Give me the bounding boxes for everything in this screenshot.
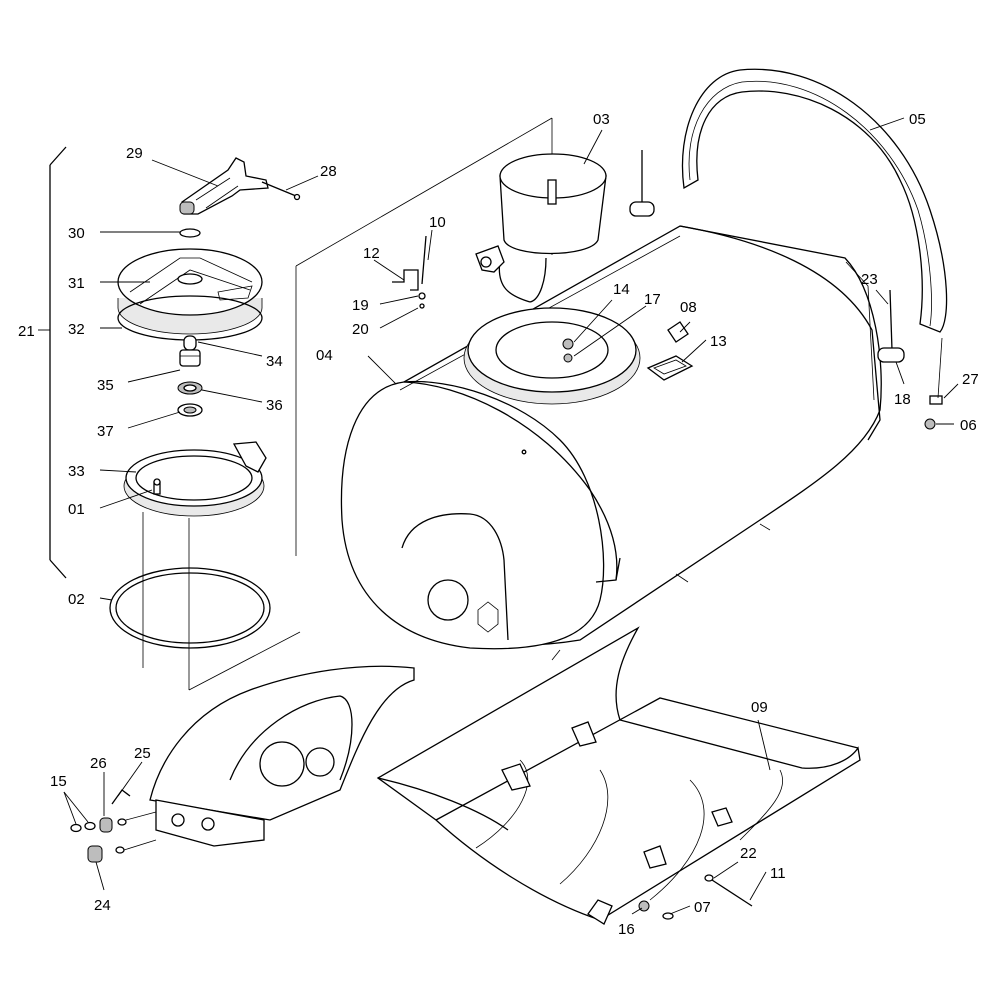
filler-ring xyxy=(123,441,267,517)
callout-10: 10 xyxy=(429,214,446,231)
callout-34: 34 xyxy=(266,353,283,370)
callout-23: 23 xyxy=(861,271,878,288)
callout-37: 37 xyxy=(97,423,114,440)
callout-19: 19 xyxy=(352,297,369,314)
tank-strap xyxy=(629,68,948,363)
callout-36: 36 xyxy=(266,397,283,414)
callout-14: 14 xyxy=(613,281,630,298)
callout-28: 28 xyxy=(320,163,337,180)
handle-pin xyxy=(261,181,301,201)
callout-02: 02 xyxy=(68,591,85,608)
large-gasket xyxy=(109,567,271,649)
callout-16: 16 xyxy=(618,921,635,938)
callout-27: 27 xyxy=(962,371,979,388)
callout-04: 04 xyxy=(316,347,333,364)
callout-31: 31 xyxy=(68,275,85,292)
callout-03: 03 xyxy=(593,111,610,128)
main-tank xyxy=(340,225,882,661)
callout-11: 11 xyxy=(770,865,786,882)
callout-26: 26 xyxy=(90,755,107,772)
callout-18: 18 xyxy=(894,391,911,408)
callout-21: 21 xyxy=(18,323,35,340)
callout-30: 30 xyxy=(68,225,85,242)
callout-09: 09 xyxy=(751,699,768,716)
callout-labels: 29 28 30 31 21 32 34 35 36 37 33 01 02 0… xyxy=(18,111,979,938)
tank-cradle xyxy=(376,626,861,925)
callout-35: 35 xyxy=(97,377,114,394)
callout-29: 29 xyxy=(126,145,143,162)
callout-05: 05 xyxy=(909,111,926,128)
valve-stack xyxy=(177,335,203,417)
callout-12: 12 xyxy=(363,245,380,262)
leader-lines xyxy=(63,117,959,915)
strap-nut xyxy=(924,337,943,430)
callout-13: 13 xyxy=(710,333,727,350)
callout-15: 15 xyxy=(50,773,67,790)
lid-cover xyxy=(117,248,263,335)
callout-07: 07 xyxy=(694,899,711,916)
callout-06: 06 xyxy=(960,417,977,434)
assembly-21-bracket xyxy=(38,146,67,579)
tank-hardware xyxy=(562,321,694,381)
callout-17: 17 xyxy=(644,291,661,308)
callout-32: 32 xyxy=(68,321,85,338)
funnel-basket xyxy=(498,153,607,303)
callout-01: 01 xyxy=(68,501,85,518)
callout-24: 24 xyxy=(94,897,111,914)
callout-33: 33 xyxy=(68,463,85,480)
o-ring-small xyxy=(179,228,201,238)
tank-end-detail xyxy=(149,665,415,847)
callout-20: 20 xyxy=(352,321,369,338)
callout-22: 22 xyxy=(740,845,757,862)
callout-08: 08 xyxy=(680,299,697,316)
callout-25: 25 xyxy=(134,745,151,762)
lid-handle xyxy=(179,157,269,215)
small-bracket xyxy=(392,235,427,309)
outlet-fittings xyxy=(70,789,157,863)
valve-fitting xyxy=(475,245,505,273)
